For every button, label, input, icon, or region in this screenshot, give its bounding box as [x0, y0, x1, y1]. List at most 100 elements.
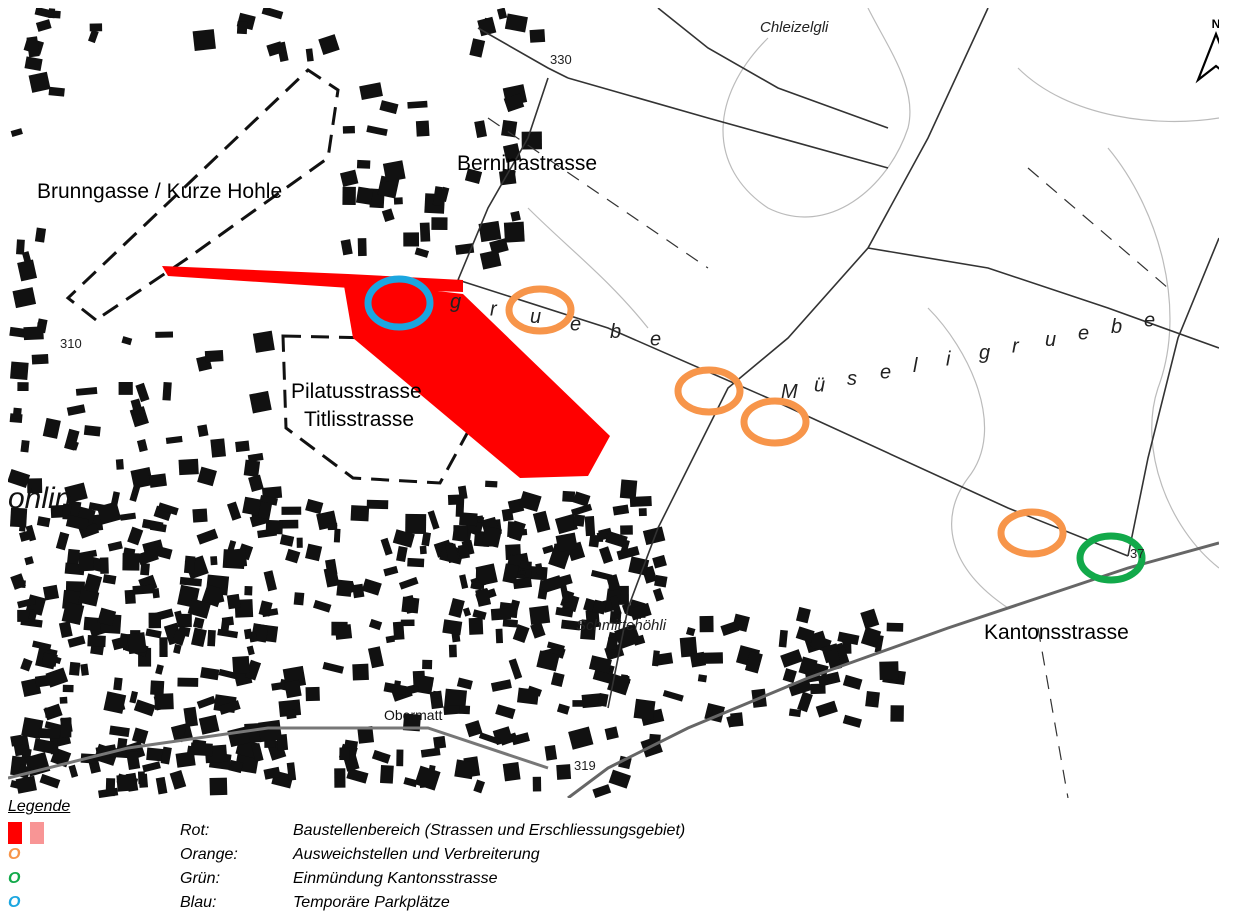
label-obermatt: Obermatt: [384, 707, 442, 723]
building: [248, 474, 264, 492]
building: [334, 624, 353, 640]
building: [83, 573, 103, 594]
building: [281, 506, 302, 515]
building: [535, 563, 544, 575]
museligruebe-letter: M: [781, 381, 798, 403]
building: [24, 56, 43, 72]
building: [607, 673, 631, 696]
building: [475, 563, 498, 586]
building: [570, 503, 593, 517]
museligruebe-letter: g: [979, 342, 990, 364]
building: [366, 499, 389, 510]
building: [501, 508, 514, 522]
building: [396, 545, 408, 563]
building: [619, 479, 638, 500]
museligruebe-letter: s: [847, 368, 857, 390]
building: [511, 732, 530, 746]
building: [220, 618, 230, 633]
building: [110, 491, 120, 506]
building: [83, 425, 101, 437]
label-brunngasse: Brunngasse / Kurze Hohle: [37, 180, 282, 203]
museligruebe-letter: i: [946, 349, 951, 371]
building: [78, 553, 94, 572]
building: [788, 708, 802, 718]
gruebe-letter: e: [570, 314, 581, 336]
building: [336, 579, 353, 597]
building: [160, 746, 172, 765]
building: [35, 19, 52, 32]
building: [352, 583, 365, 599]
building: [305, 48, 314, 62]
building: [31, 353, 49, 365]
building: [155, 545, 173, 560]
building: [258, 719, 282, 743]
building: [130, 467, 154, 489]
building: [519, 560, 528, 569]
building: [597, 693, 609, 707]
building: [327, 522, 338, 531]
building: [218, 668, 238, 680]
building: [8, 468, 31, 488]
building: [726, 714, 741, 728]
label-pilatusstrasse: Pilatusstrasse: [291, 380, 422, 403]
building: [115, 459, 124, 470]
building: [33, 738, 55, 754]
museligruebe-letter: l: [913, 355, 918, 377]
building: [226, 593, 241, 610]
building: [27, 478, 43, 494]
building: [61, 601, 85, 626]
building: [720, 621, 740, 637]
road-berninastrasse: [457, 77, 549, 281]
building: [490, 607, 512, 621]
building: [825, 648, 843, 671]
building: [17, 597, 37, 609]
legend-value-red: Baustellenbereich (Strassen und Erschlie…: [293, 822, 686, 839]
gruebe-letter: g: [450, 291, 461, 313]
building: [266, 41, 284, 57]
building: [339, 169, 359, 187]
building: [285, 548, 301, 564]
building: [155, 664, 164, 675]
building: [588, 655, 612, 674]
building: [17, 259, 38, 282]
building: [456, 677, 473, 690]
label-berninastrasse: Berninastrasse: [457, 152, 597, 175]
building: [699, 615, 714, 633]
museligruebe-letter: u: [1045, 329, 1056, 351]
building: [459, 512, 478, 527]
building: [252, 330, 275, 353]
building: [407, 557, 425, 568]
building: [187, 598, 211, 619]
building: [155, 776, 168, 795]
building: [334, 768, 346, 788]
label-elevation-37: 37: [1130, 546, 1144, 561]
building: [175, 751, 196, 768]
construction-site-map: N Chleizelgli Berninastrasse Brunngasse …: [8, 8, 1219, 798]
passing-place-marker-1: [505, 285, 575, 335]
building: [886, 622, 904, 632]
building: [417, 675, 435, 695]
label-schmittehoehli: Schmittehöhli: [576, 617, 667, 634]
building: [138, 773, 149, 788]
building: [842, 714, 862, 728]
building: [226, 501, 242, 521]
building: [96, 501, 122, 525]
building: [475, 588, 492, 607]
building: [16, 239, 25, 255]
building: [501, 119, 518, 138]
construction-area: [162, 266, 610, 478]
building: [207, 629, 216, 647]
label-titlisstrasse: Titlisstrasse: [304, 408, 414, 431]
building: [403, 232, 420, 247]
building: [19, 530, 33, 542]
building: [190, 627, 207, 648]
building: [371, 749, 391, 764]
building: [555, 532, 578, 553]
building: [572, 700, 584, 707]
building: [462, 607, 472, 617]
passing-place-marker-3: [740, 397, 810, 447]
building: [36, 516, 51, 528]
building: [357, 726, 375, 744]
building: [162, 381, 172, 401]
